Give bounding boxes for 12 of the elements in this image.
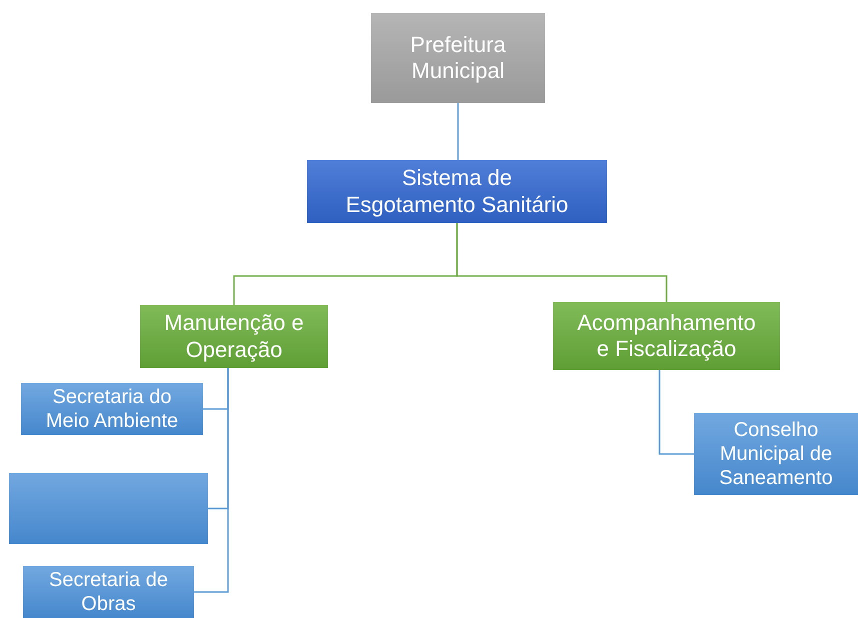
org-box: Acompanhamento e Fiscalização xyxy=(553,302,780,370)
org-box: Conselho Municipal de Saneamento xyxy=(694,413,858,495)
connector-line xyxy=(194,368,229,593)
org-box: Secretaria do Meio Ambiente xyxy=(21,383,203,435)
org-box xyxy=(9,473,208,544)
org-box: Secretaria de Obras xyxy=(23,566,194,618)
org-box: Sistema de Esgotamento Sanitário xyxy=(307,160,607,223)
connector-line xyxy=(457,103,459,160)
org-box: Prefeitura Municipal xyxy=(371,13,545,103)
org-box: Manutenção e Operação xyxy=(140,305,328,368)
connector-line xyxy=(658,370,694,455)
connector-line xyxy=(456,223,668,302)
